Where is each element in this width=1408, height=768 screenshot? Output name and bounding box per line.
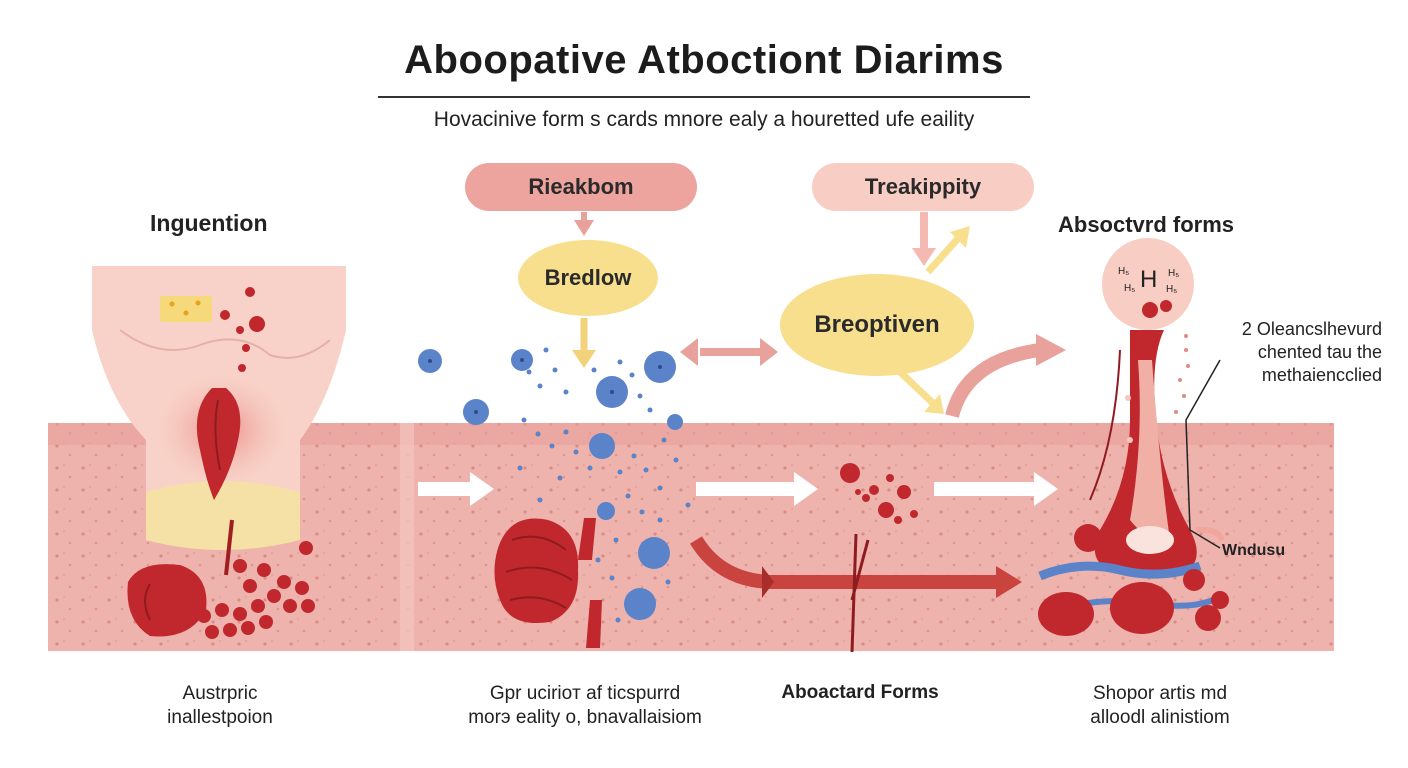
vessel-label: Wndusu <box>1222 542 1286 559</box>
caption-1-line-2: inallestpoion <box>167 707 273 728</box>
blood-cell-cluster-2 <box>840 463 918 524</box>
caption-2: Gpr ucirioт af ticspurrd morэ eality o, … <box>450 682 720 730</box>
diagram-subtitle: Hovacinive form s cards mnore ealy a hou… <box>433 108 975 131</box>
molecule-sub-2: H₅ <box>1124 283 1136 294</box>
breoptiven-ellipse: Breoptiven <box>780 274 974 376</box>
caption-3-line-1: Aboactard Forms <box>781 682 939 703</box>
diagram-title: Aboopative Atboctiont Diarims <box>404 38 1004 82</box>
annotation-leader <box>1185 359 1221 549</box>
caption-3: Aboactard Forms <box>740 681 980 705</box>
caption-4-line-1: Shopor artis md <box>1092 683 1228 704</box>
flow-arrows <box>418 472 1058 506</box>
right-annotation: 2 Oleancslhevurd chented tau the methaie… <box>1190 318 1382 387</box>
molecule-h-large: H <box>1140 266 1158 293</box>
particle-nuclei <box>428 358 662 414</box>
caption-4: Shopor artis md alloodl alinistiom <box>1060 682 1260 730</box>
right-annotation-line-1: 2 Oleancslhevurd <box>1241 319 1382 339</box>
breakdown-pill: Rieakbom <box>465 163 697 211</box>
absorbed-forms-label: Absoctvrd forms <box>1058 212 1235 237</box>
molecule-bubble <box>1102 238 1194 330</box>
right-annotation-line-3: methaiencclied <box>1261 365 1382 385</box>
bredlow-ellipse: Bredlow <box>518 240 658 316</box>
ingestion-label: Inguention <box>150 210 268 236</box>
double-arrow <box>680 338 778 366</box>
blood-cell-cluster-1 <box>179 541 315 639</box>
connector-arrows <box>572 212 1066 418</box>
capillary-line <box>850 533 870 653</box>
molecule-sub-4: H₅ <box>1166 284 1178 295</box>
absorption-arrow <box>689 536 1022 598</box>
tractability-pill: Treakippity <box>812 163 1034 211</box>
right-annotation-line-2: chented tau the <box>1257 342 1382 362</box>
molecule-sub-3: H₅ <box>1168 268 1180 279</box>
caption-1: Austrpric inallestpoion <box>120 682 320 730</box>
blood-clump <box>494 518 602 648</box>
caption-2-line-2: morэ eality o, bnavallaisiom <box>468 707 702 728</box>
caption-4-line-2: alloodl alinistiom <box>1090 707 1230 728</box>
title-underline <box>378 96 1030 98</box>
molecule-sub-1: H₅ <box>1118 266 1130 277</box>
villus-vessel <box>1038 330 1229 636</box>
caption-2-line-1: Gpr ucirioт af ticspurrd <box>489 683 681 704</box>
caption-1-line-1: Austrpric <box>182 683 258 704</box>
